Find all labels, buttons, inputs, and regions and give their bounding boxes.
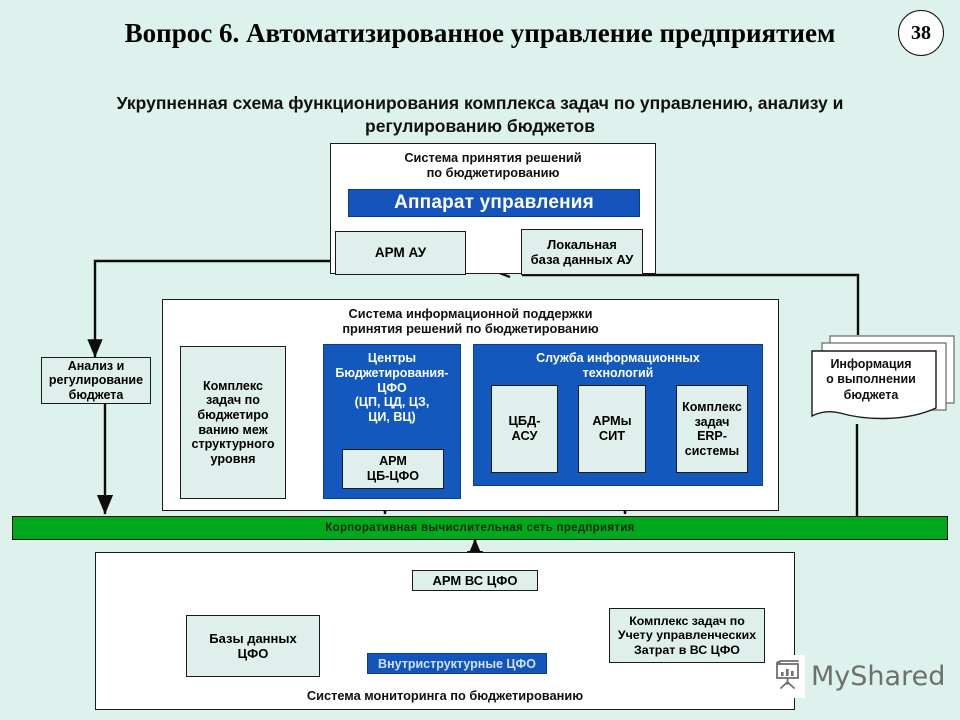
corporate-network-bar: Корпоративная вычислительная сеть предпр…: [12, 516, 948, 540]
monitoring-system-caption: Система мониторинга по бюджетированию: [95, 688, 795, 703]
local-db-line2: база данных АУ: [530, 252, 634, 267]
budget-analysis-box[interactable]: Анализ и регулирование бюджета: [41, 357, 151, 404]
tasks-line4: ванию меж: [198, 422, 268, 437]
myshared-label: MyShared: [811, 661, 946, 692]
arm-au-box[interactable]: АРМ АУ: [335, 231, 466, 275]
doc-line1: Информация: [830, 357, 912, 371]
centers-line5: ЦИ, ВЦ): [368, 410, 416, 424]
page-title: Вопрос 6. Автоматизированное управление …: [124, 18, 836, 48]
decision-system-caption-line2: по бюджетированию: [426, 165, 560, 181]
page-number-badge: 38: [898, 10, 944, 56]
myshared-watermark: MyShared: [771, 655, 945, 698]
erp-line4: системы: [684, 443, 740, 458]
cbd-asu-box[interactable]: ЦБД- АСУ: [491, 385, 558, 473]
centers-line4: (ЦП, ЦД, ЦЗ,: [354, 395, 430, 410]
budgeting-centers-box[interactable]: Центры Бюджетирования- ЦФО (ЦП, ЦД, ЦЗ, …: [323, 344, 461, 499]
arm-sit-line1: АРМы: [592, 413, 632, 429]
cbd-asu-line1: ЦБД-: [508, 413, 541, 429]
tasks-line2: задач по: [206, 393, 260, 408]
erp-line1: Комплекс: [682, 400, 742, 414]
cost-tasks-line3: Затрат в ВС ЦФО: [634, 642, 740, 657]
internal-cfo-box[interactable]: Внутриструктурные ЦФО: [367, 653, 547, 674]
tasks-line5: структурного: [191, 437, 275, 452]
arm-sit-box[interactable]: АРМы СИТ: [578, 385, 646, 473]
arm-vs-cfo-label: АРМ ВС ЦФО: [432, 572, 518, 588]
corporate-network-label: Корпоративная вычислительная сеть предпр…: [325, 522, 635, 534]
budget-analysis-line2: регулирование: [48, 373, 144, 388]
cbd-asu-line2: АСУ: [511, 428, 538, 443]
page-subtitle: Укрупненная схема функционирования компл…: [116, 93, 844, 136]
erp-line2: задач: [694, 414, 730, 429]
cost-tasks-line2: Учету управленческих: [617, 628, 757, 643]
centers-line1: Центры: [367, 351, 417, 365]
it-service-title: Служба информационных технологий: [474, 351, 762, 381]
local-database-au-box[interactable]: Локальная база данных АУ: [521, 229, 643, 275]
document-stack-icon: [811, 335, 955, 420]
budget-execution-info-text: Информация о выполнении бюджета: [808, 357, 934, 403]
management-cost-tasks-box[interactable]: Комплекс задач по Учету управленческих З…: [609, 608, 765, 663]
budget-execution-info-docs[interactable]: Информация о выполнении бюджета: [808, 333, 956, 425]
it-service-box[interactable]: Служба информационных технологий ЦБД- АС…: [473, 344, 763, 486]
centers-line3: ЦФО: [377, 380, 407, 395]
tasks-line6: уровня: [210, 451, 256, 466]
management-apparatus-banner[interactable]: Аппарат управления: [348, 189, 640, 217]
budgeting-centers-title: Центры Бюджетирования- ЦФО (ЦП, ЦД, ЦЗ, …: [324, 351, 460, 425]
decision-system-caption-line1: Система принятия решений: [404, 150, 582, 165]
it-service-line1: Служба информационных: [536, 351, 700, 365]
cfo-databases-box[interactable]: Базы данных ЦФО: [186, 615, 320, 677]
budget-analysis-line3: бюджета: [68, 387, 124, 402]
tasks-line3: бюджетиро: [197, 407, 269, 422]
management-apparatus-label: Аппарат управления: [394, 192, 594, 213]
support-system-caption: Система информационной поддержки приняти…: [162, 306, 779, 337]
it-service-line2: технологий: [582, 365, 654, 380]
cfo-db-line1: Базы данных: [209, 630, 297, 646]
local-db-line1: Локальная: [547, 236, 617, 252]
centers-line2: Бюджетирования-: [335, 365, 449, 380]
support-system-caption-line2: принятия решений по бюджетированию: [342, 321, 599, 337]
page-number-text: 38: [911, 21, 931, 44]
arm-vs-cfo-box[interactable]: АРМ ВС ЦФО: [412, 570, 538, 591]
decision-system-caption: Система принятия решений по бюджетирован…: [330, 150, 656, 181]
arm-cb-cfo-box[interactable]: АРМ ЦБ-ЦФО: [342, 449, 444, 489]
doc-line3: бюджета: [843, 387, 899, 402]
cfo-db-line2: ЦФО: [237, 646, 269, 661]
doc-line2: о выполнении: [826, 372, 916, 387]
cost-tasks-line1: Комплекс задач по: [629, 613, 745, 628]
support-system-caption-line1: Система информационной поддержки: [348, 306, 593, 321]
erp-tasks-box[interactable]: Комплекс задач ERP- системы: [676, 385, 748, 473]
inter-structural-tasks-box[interactable]: Комплекс задач по бюджетиро ванию меж ст…: [180, 346, 286, 499]
tasks-line1: Комплекс: [202, 378, 264, 393]
internal-cfo-label: Внутриструктурные ЦФО: [378, 656, 536, 671]
erp-line3: ERP-: [697, 429, 727, 443]
monitoring-caption-text: Система мониторинга по бюджетированию: [306, 688, 584, 703]
arm-cb-cfo-line1: АРМ: [379, 454, 407, 469]
presentation-board-icon: [771, 655, 805, 698]
arm-sit-line2: СИТ: [598, 428, 626, 443]
budget-analysis-line1: Анализ и: [67, 358, 125, 373]
arm-au-label: АРМ АУ: [374, 245, 427, 261]
arm-cb-cfo-line2: ЦБ-ЦФО: [366, 469, 420, 483]
